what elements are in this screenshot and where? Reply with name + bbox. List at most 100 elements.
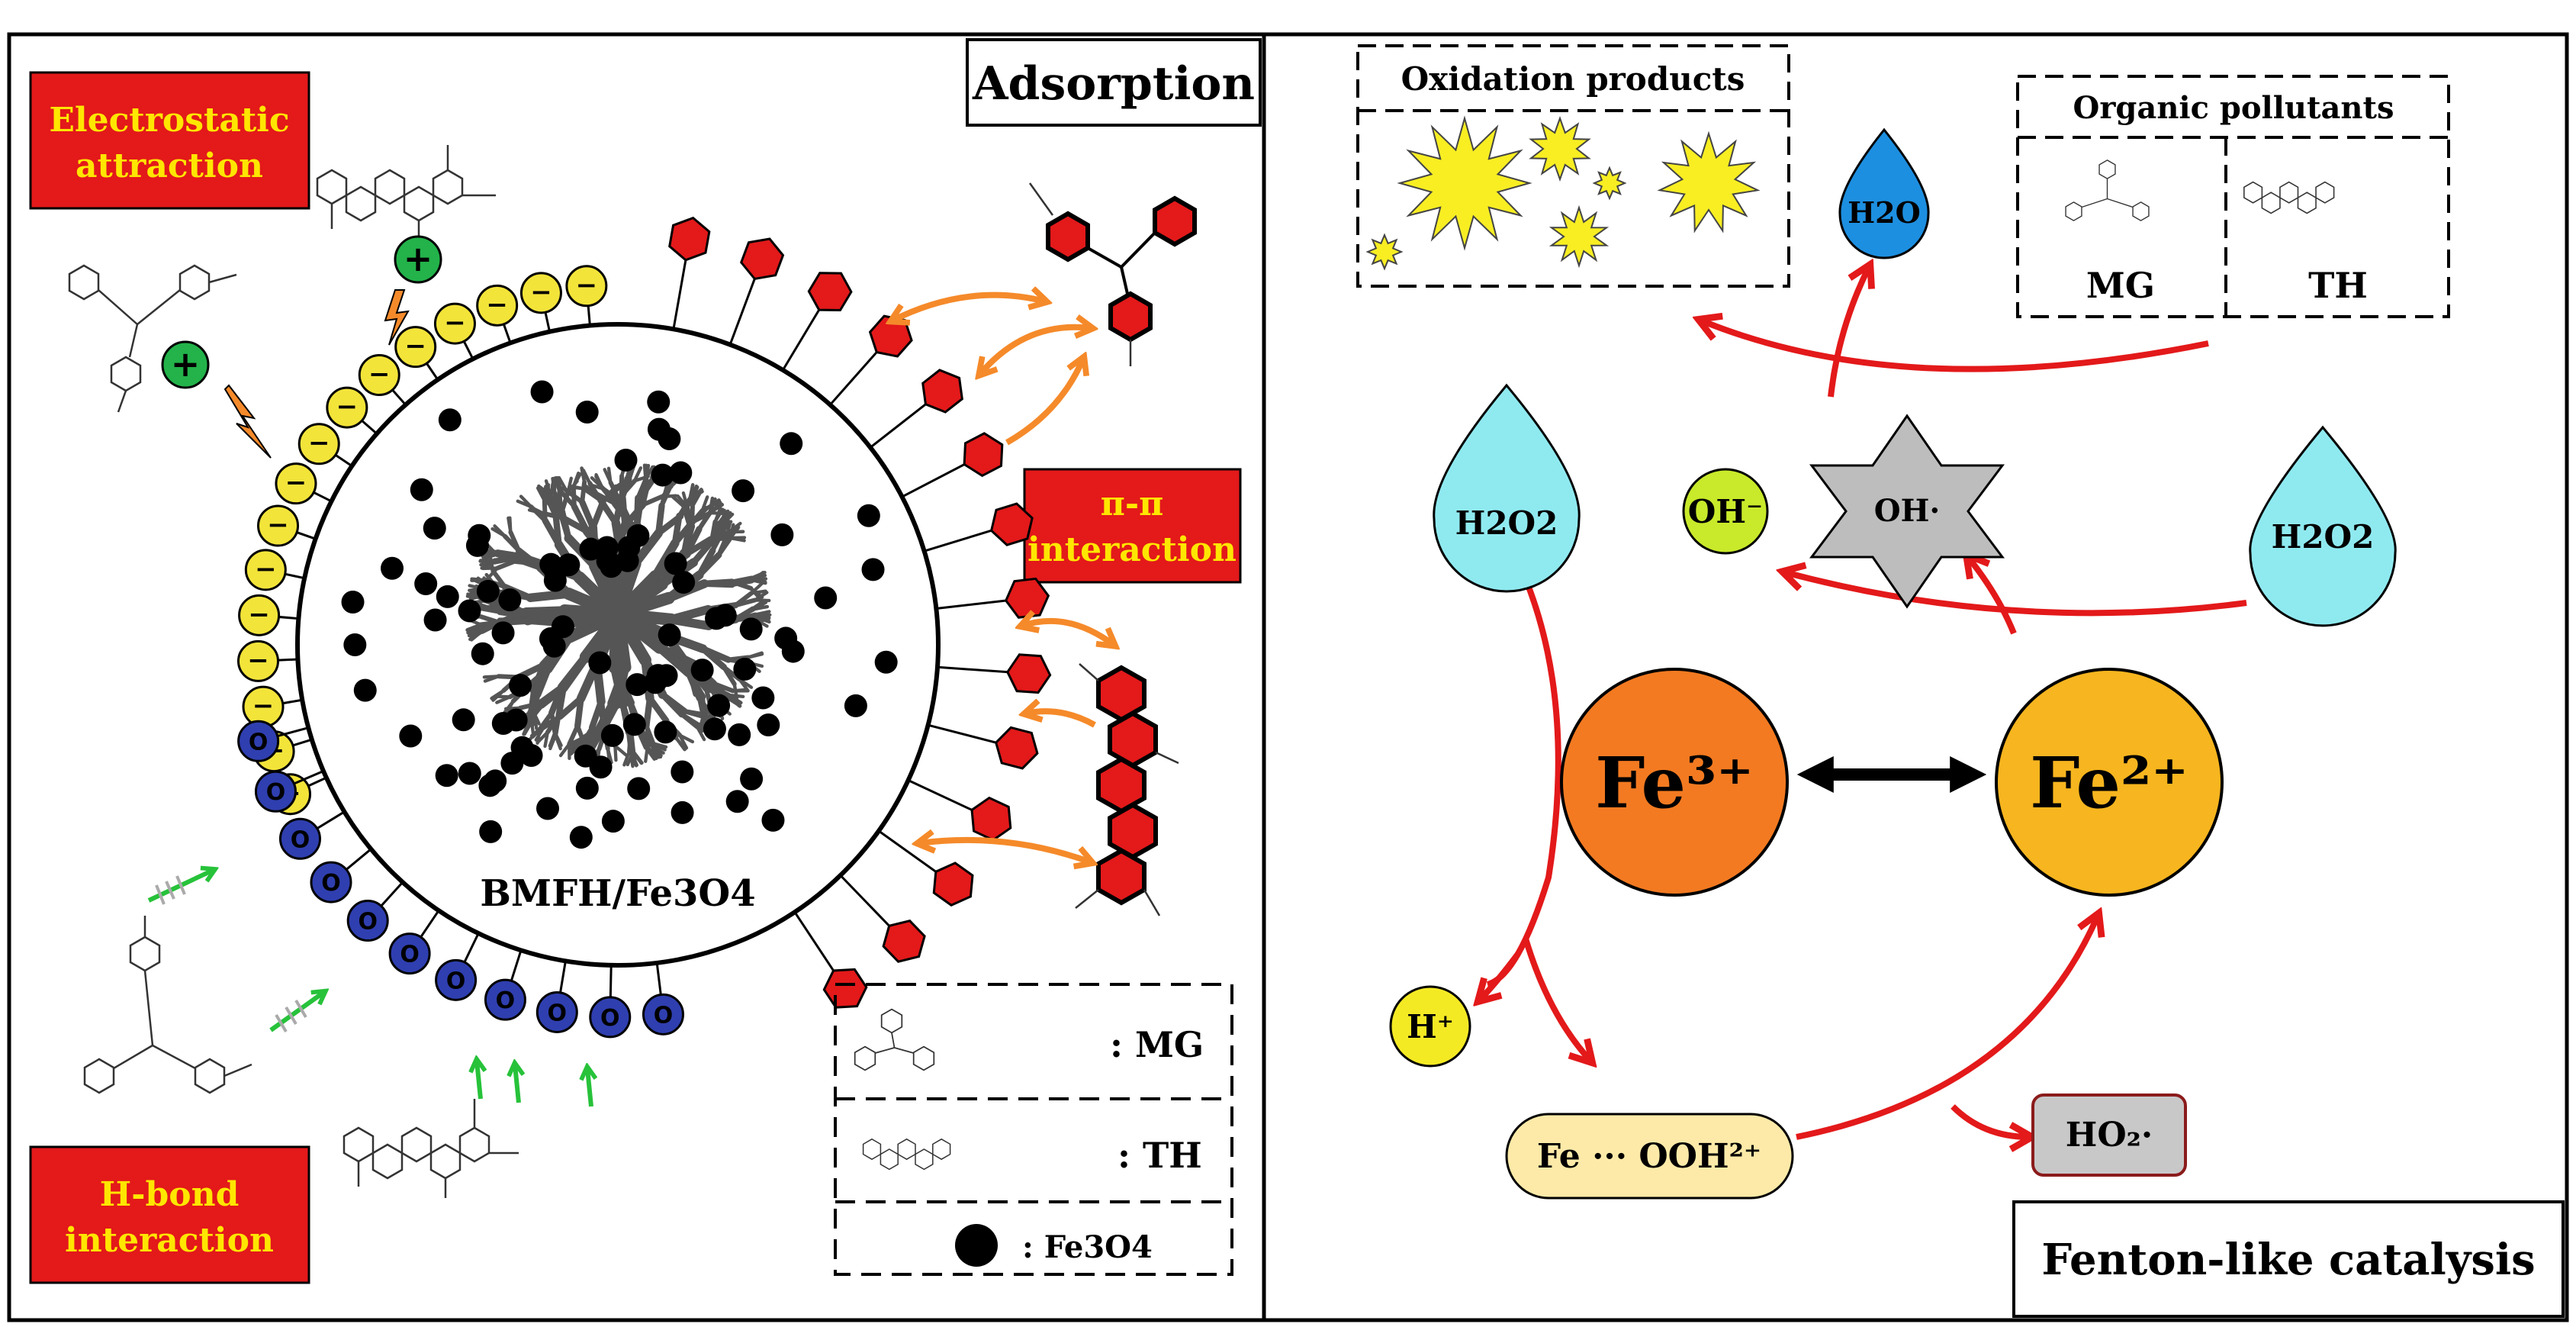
fe3-ion — [1560, 668, 1789, 897]
pipi-arrow-4 — [1022, 621, 1114, 645]
negative-bead-symbol: − — [285, 468, 307, 498]
product-star — [1397, 115, 1532, 251]
fe3o4-dot — [725, 790, 749, 813]
aromatic-hexagon — [1004, 577, 1050, 619]
oxygen-bead-symbol: O — [654, 1002, 674, 1029]
oh-radical-label: OH· — [1874, 493, 1941, 529]
oxygen-bead — [346, 900, 389, 942]
fe3o4-dot — [435, 764, 458, 788]
negative-bead — [297, 423, 340, 465]
fe3o4-dot — [690, 659, 714, 682]
fe3o4-dot — [414, 572, 438, 596]
fe3o4-dot — [728, 723, 751, 746]
oxygen-bead — [237, 720, 280, 762]
fe3o4-dot — [658, 623, 681, 647]
fe3o4-dot — [740, 767, 764, 791]
h2o2-left-label: H2O2 — [1455, 504, 1558, 542]
fe3o4-dot — [654, 720, 677, 744]
fe3o4-dot — [436, 585, 459, 608]
hbond-arrows — [147, 870, 591, 1107]
hbond-label-line1: H-bond — [100, 1175, 240, 1214]
negative-bead — [519, 272, 562, 314]
arrow-to-oh-radical — [1968, 557, 2017, 635]
fe3o4-dot — [381, 556, 404, 580]
fe3o4-dot — [671, 800, 694, 824]
negative-bead-symbol: − — [404, 331, 426, 362]
fe3o4-dot — [399, 724, 423, 748]
h2o2-left-drop — [1433, 383, 1581, 593]
fe3o4-dot — [601, 810, 625, 833]
left-panel: Adsorption Electrostatic attraction π-π … — [29, 38, 1262, 1284]
h2o2-right-label: H2O2 — [2272, 518, 2375, 556]
negative-bead-symbol: − — [267, 510, 289, 540]
mg-molecule-left — [68, 264, 237, 413]
fe3o4-dot — [757, 713, 780, 737]
fe3o4-dot — [343, 633, 367, 657]
pipi-label-line1: π-π — [1101, 485, 1164, 523]
fe3o4-dot — [770, 523, 794, 546]
product-star — [1548, 205, 1610, 269]
oh-minus-ion — [1682, 468, 1769, 555]
fe3o4-dot — [341, 590, 365, 614]
arrow-to-fe-ooh — [1523, 937, 1590, 1061]
fe3o4-dot — [588, 651, 612, 675]
fe3o4-nanoparticles — [341, 380, 898, 849]
negative-bead-symbol: − — [486, 289, 508, 320]
mg-molecule-hbond — [83, 916, 252, 1094]
h-plus-ion — [1389, 985, 1471, 1068]
h2o-label: H2O — [1848, 195, 1920, 230]
arrow-to-h-plus — [1480, 952, 1521, 1000]
product-star — [1365, 233, 1404, 271]
fe3o4-dot — [627, 777, 651, 800]
fe3o4-dot — [647, 390, 671, 414]
fe3o4-dot — [423, 608, 447, 632]
aromatic-hexagon — [822, 968, 868, 1009]
fe3o4-dot — [713, 604, 737, 627]
legend-frame — [834, 983, 1233, 1276]
aromatic-hexagon — [740, 237, 785, 281]
aromatic-hexagon — [668, 216, 711, 262]
fe3o4-dot — [458, 762, 481, 785]
fe3o4-dot — [761, 808, 785, 832]
fe2-ion — [1995, 668, 2224, 897]
fe3o4-dot — [874, 650, 898, 674]
fe3o4-dot — [644, 671, 667, 694]
hbond-label-box — [29, 1145, 310, 1284]
fe3o4-dot — [465, 533, 489, 557]
negative-bead — [326, 386, 368, 429]
oxygen-bead-symbol: O — [266, 779, 286, 806]
oxygen-bead-symbol: O — [358, 909, 378, 936]
oxygen-bead — [435, 958, 478, 1001]
legend-th-label: : TH — [1118, 1135, 1202, 1176]
fe3o4-dot — [575, 400, 599, 424]
fe3o4-dot — [452, 708, 475, 732]
h2o2-right-drop — [2249, 425, 2397, 627]
adsorption-title: Adsorption — [972, 57, 1255, 111]
fe3o4-dot — [491, 712, 515, 736]
negative-bead-symbol: − — [248, 599, 270, 630]
th-molecule-pipi — [1075, 663, 1179, 916]
oxygen-bead — [535, 990, 578, 1033]
aromatic-hexagon — [995, 726, 1039, 770]
pipi-arrow-6 — [919, 840, 1091, 862]
mg-molecule-pipi — [1028, 182, 1197, 366]
negative-bead — [236, 639, 279, 682]
negative-bead-symbol: − — [368, 359, 391, 389]
arrow-h2o2-right-to-oh-minus — [1785, 572, 2247, 617]
positive-charge-1-symbol: + — [404, 238, 433, 279]
fe3o4-dot — [671, 760, 694, 784]
aromatic-hexagon — [868, 314, 913, 358]
electrostatic-label-box — [29, 71, 310, 210]
fe-ooh-complex — [1505, 1113, 1794, 1200]
fe3o4-dot — [536, 797, 560, 820]
organic-pollutants-box: Organic pollutants MG TH — [2016, 75, 2450, 318]
ho2-radical — [2031, 1093, 2187, 1177]
pollutant-th-structure — [2243, 181, 2335, 214]
negative-bead — [476, 284, 519, 327]
aromatic-hexagon — [989, 502, 1034, 546]
h2o-drop — [1838, 127, 1930, 259]
fe3o4-dot — [595, 536, 619, 559]
fe3o4-dot — [626, 673, 649, 697]
fe3-label: Fe³⁺ — [1595, 742, 1754, 824]
